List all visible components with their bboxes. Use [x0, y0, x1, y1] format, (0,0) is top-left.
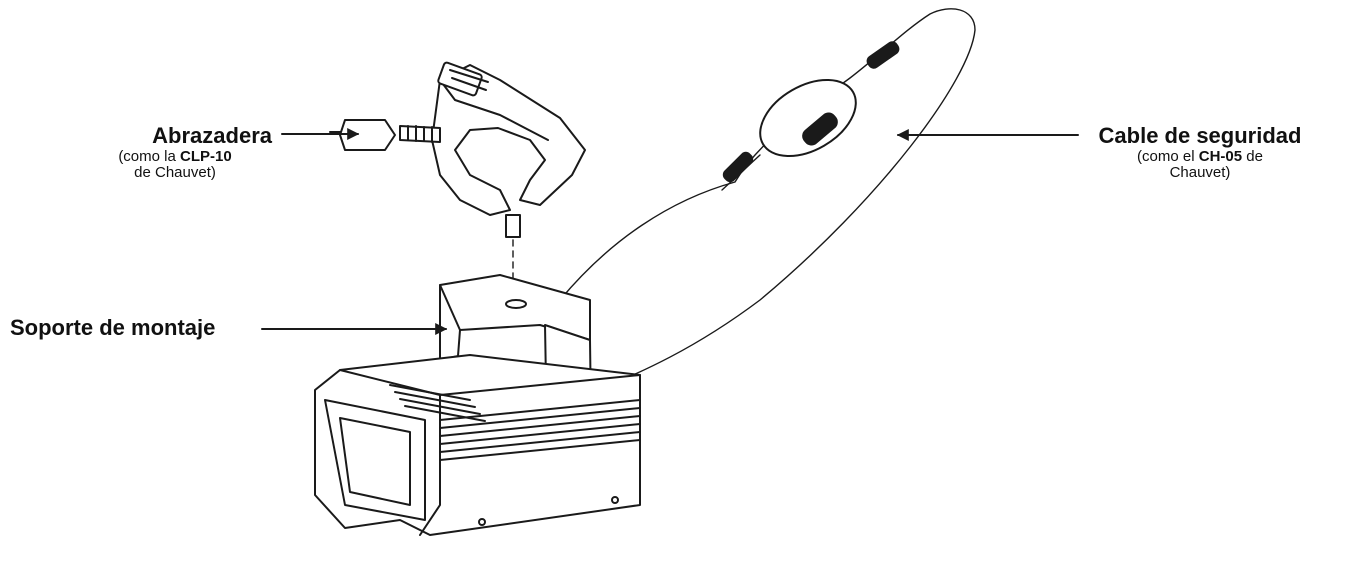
clamp-drawing	[329, 61, 586, 301]
clamp-title: Abrazadera	[152, 123, 272, 148]
cable-sleeve-upper	[866, 41, 900, 69]
safety-cable-subtitle-line1: (como el CH-05 de	[1137, 147, 1263, 165]
clamp-hook	[431, 64, 586, 216]
safety-cable-title: Cable de seguridad	[1098, 123, 1302, 148]
clamp-handle	[437, 61, 483, 97]
safety-cable-subtitle-line2: Chauvet)	[1169, 164, 1231, 182]
clamp-edge	[439, 79, 549, 141]
fixture-screw	[611, 496, 619, 504]
mounting-bracket-title: Soporte de montaje	[10, 315, 216, 340]
clamp-handle-ridges	[449, 69, 489, 91]
fixture-drawing	[314, 274, 641, 536]
fixture-top-vents	[389, 384, 486, 422]
fixture-screw	[478, 518, 486, 526]
cable-loop	[559, 8, 976, 401]
safety-cable-label: Cable de seguridad (como el CH-05 de Cha…	[1080, 123, 1320, 182]
mounting-bracket-label: Soporte de montaje	[10, 315, 216, 341]
fixture-lens	[339, 417, 411, 506]
clamp-subtitle-line1: (como la CLP-10	[118, 147, 232, 165]
fixture-front-edge	[419, 394, 441, 536]
cable-sleeve-lower	[722, 151, 754, 183]
clamp-subtitle-line2: de Chauvet)	[134, 164, 216, 182]
bracket-hole	[505, 299, 527, 309]
clamp-label: Abrazadera (como la CLP-10 de Chauvet)	[70, 123, 280, 182]
clamp-thread-lines	[407, 125, 433, 143]
clamp-pin	[505, 214, 521, 238]
fixture-vent-ridges	[439, 399, 641, 461]
clamp-threaded-rod	[399, 125, 441, 143]
carabiner-lock	[802, 112, 838, 146]
safety-cable-drawing	[559, 8, 976, 401]
cable-carabiner	[759, 79, 857, 157]
